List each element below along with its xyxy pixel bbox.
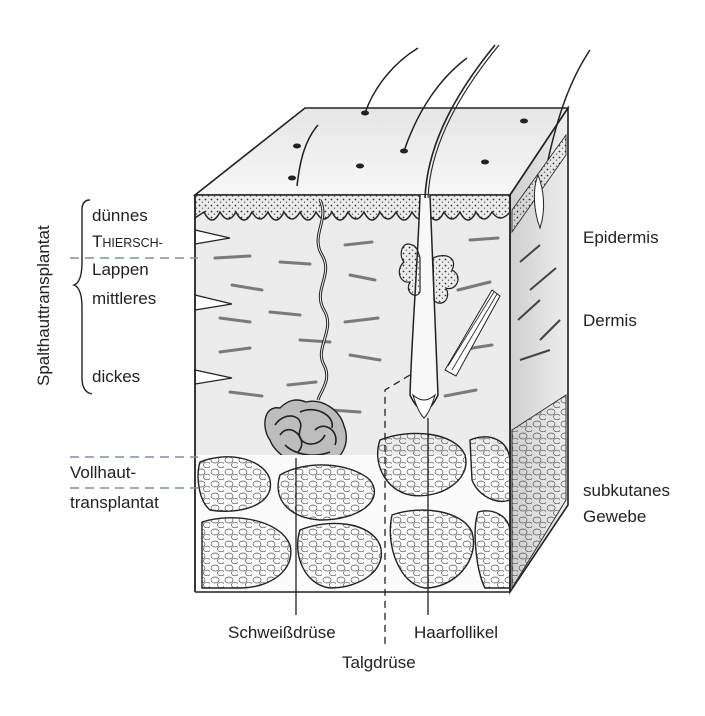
thiersch-rest: HIERSCH-	[102, 236, 162, 250]
sweat-gland-label: Schweißdrüse	[228, 623, 336, 642]
thiersch-label: THIERSCH-	[92, 232, 163, 251]
dermis-label: Dermis	[583, 311, 637, 330]
lappen-label: Lappen	[92, 260, 149, 279]
thick-label: dickes	[92, 367, 140, 386]
sebaceous-gland-label: Talgdrüse	[342, 653, 416, 672]
epidermis-label: Epidermis	[583, 228, 659, 247]
subcutis-label-2: Gewebe	[583, 507, 646, 526]
subcutaneous-layer	[195, 433, 510, 592]
full-thickness-label-2: transplantat	[70, 493, 159, 512]
full-thickness-label-1: Vollhaut-	[70, 463, 136, 482]
split-skin-graft-label: Spalthauttransplantat	[34, 225, 53, 386]
block-side-face	[510, 108, 568, 592]
dermis-layer	[195, 195, 510, 460]
thiersch-initial: T	[92, 232, 102, 251]
thin-label: dünnes	[92, 206, 148, 225]
medium-label: mittleres	[92, 289, 156, 308]
hair-follicle-label: Haarfollikel	[414, 623, 498, 642]
split-skin-bracket	[74, 200, 92, 394]
epidermis-layer	[195, 195, 510, 220]
skin-surface	[195, 108, 568, 195]
subcutis-label-1: subkutanes	[583, 481, 670, 500]
